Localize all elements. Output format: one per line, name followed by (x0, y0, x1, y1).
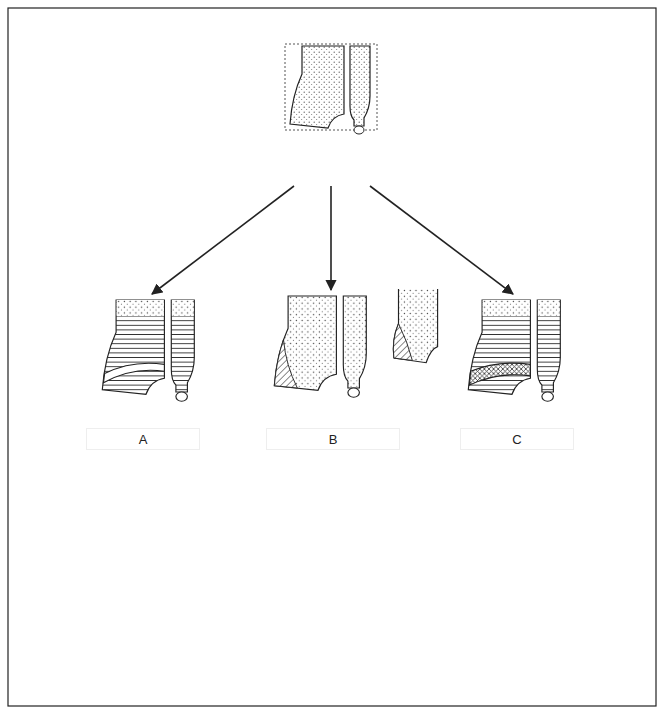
type-a-figure (102, 300, 194, 401)
normal-ankle (285, 44, 377, 134)
outer-frame (8, 8, 656, 706)
split-arrows (152, 186, 513, 294)
type-c-figure (468, 300, 560, 401)
figure-label: B (266, 428, 400, 450)
type-b-figure (274, 289, 437, 397)
figure-label: C (460, 428, 574, 450)
figure-label: A (86, 428, 200, 450)
